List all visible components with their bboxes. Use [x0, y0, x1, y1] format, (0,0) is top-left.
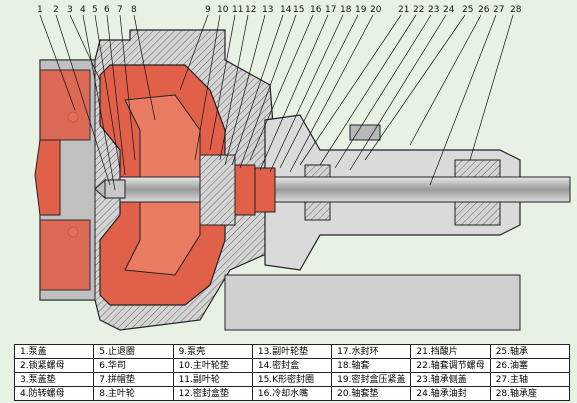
legend-cell: 1.泵盖	[13, 344, 95, 359]
callout-10: 10	[217, 5, 229, 15]
callout-26: 26	[478, 5, 490, 15]
callout-23: 23	[428, 5, 439, 15]
callout-8: 8	[131, 5, 137, 15]
callout-28: 28	[510, 5, 522, 15]
callout-27: 27	[493, 5, 504, 15]
legend-cell: 15.K形密封圈	[251, 372, 333, 387]
legend-cell: 21.挡酸片	[410, 344, 491, 359]
legend-cell: 7.拼帽垫	[93, 372, 174, 387]
legend-cell: 14.密封盒	[251, 358, 333, 373]
legend-cell: 19.密封盒压紧盖	[331, 372, 412, 387]
legend-cell: 11.副叶轮	[172, 372, 253, 387]
legend-cell: 9.泵壳	[172, 344, 253, 359]
seal-assembly	[199, 154, 276, 226]
legend-cell: 23.轴承侧盖	[410, 372, 491, 387]
callout-16: 16	[310, 5, 322, 15]
callout-14: 14	[280, 5, 292, 15]
legend-cell: 28.轴承座	[489, 386, 571, 401]
legend-cell: 8.主叶轮	[93, 386, 174, 401]
callout-2: 2	[53, 5, 59, 15]
main-shaft	[94, 176, 571, 203]
legend-cell: 26.油塞	[489, 358, 571, 373]
callout-25: 25	[462, 5, 473, 15]
legend-cell: 13.副叶轮垫	[251, 344, 333, 359]
callout-5: 5	[92, 5, 98, 15]
legend-cell: 17.水封环	[331, 344, 412, 359]
callout-numbers: 1 2 3 4 5 6 7 8 9 10 11 12 13 14 15 16 1…	[37, 5, 522, 15]
legend-cell: 27.主轴	[489, 372, 571, 387]
callout-9: 9	[205, 5, 211, 15]
legend-cell: 20.轴套垫	[331, 386, 412, 401]
callout-20: 20	[370, 5, 382, 15]
legend-cell: 5.止退圈	[93, 344, 174, 359]
callout-21: 21	[398, 5, 409, 15]
callout-22: 22	[413, 5, 424, 15]
legend-cell: 2.锁紧螺母	[13, 358, 95, 373]
legend-cell: 25.轴承	[489, 344, 571, 359]
callout-1: 1	[37, 5, 43, 15]
callout-7: 7	[117, 5, 123, 15]
callout-15: 15	[293, 5, 304, 15]
callout-6: 6	[104, 5, 110, 15]
legend-cell: 12.密封盒垫	[172, 386, 253, 401]
callout-3: 3	[67, 5, 73, 15]
callout-18: 18	[340, 5, 352, 15]
legend-cell: 24.轴承油封	[410, 386, 491, 401]
cross-section-drawing: 1 2 3 4 5 6 7 8 9 10 11 12 13 14 15 16 1…	[34, 5, 571, 331]
leader-lines	[39, 14, 514, 191]
callout-4: 4	[80, 5, 86, 15]
legend-cell: 18.轴套	[331, 358, 412, 373]
legend-cell: 22.轴套调节螺母	[410, 358, 491, 373]
legend-cell: 4.防转螺母	[13, 386, 95, 401]
callout-13: 13	[262, 5, 273, 15]
callout-24: 24	[443, 5, 455, 15]
legend-cell: 10.主叶轮垫	[172, 358, 253, 373]
callout-19: 19	[355, 5, 367, 15]
legend-cell: 16.冷却水嘴	[251, 386, 333, 401]
legend-cell: 3.泵盖垫	[13, 372, 95, 387]
callout-17: 17	[325, 5, 336, 15]
callout-12: 12	[245, 5, 256, 15]
callout-11: 11	[232, 5, 243, 15]
legend-cell: 6.华司	[93, 358, 174, 373]
bearing-housing	[224, 114, 521, 331]
